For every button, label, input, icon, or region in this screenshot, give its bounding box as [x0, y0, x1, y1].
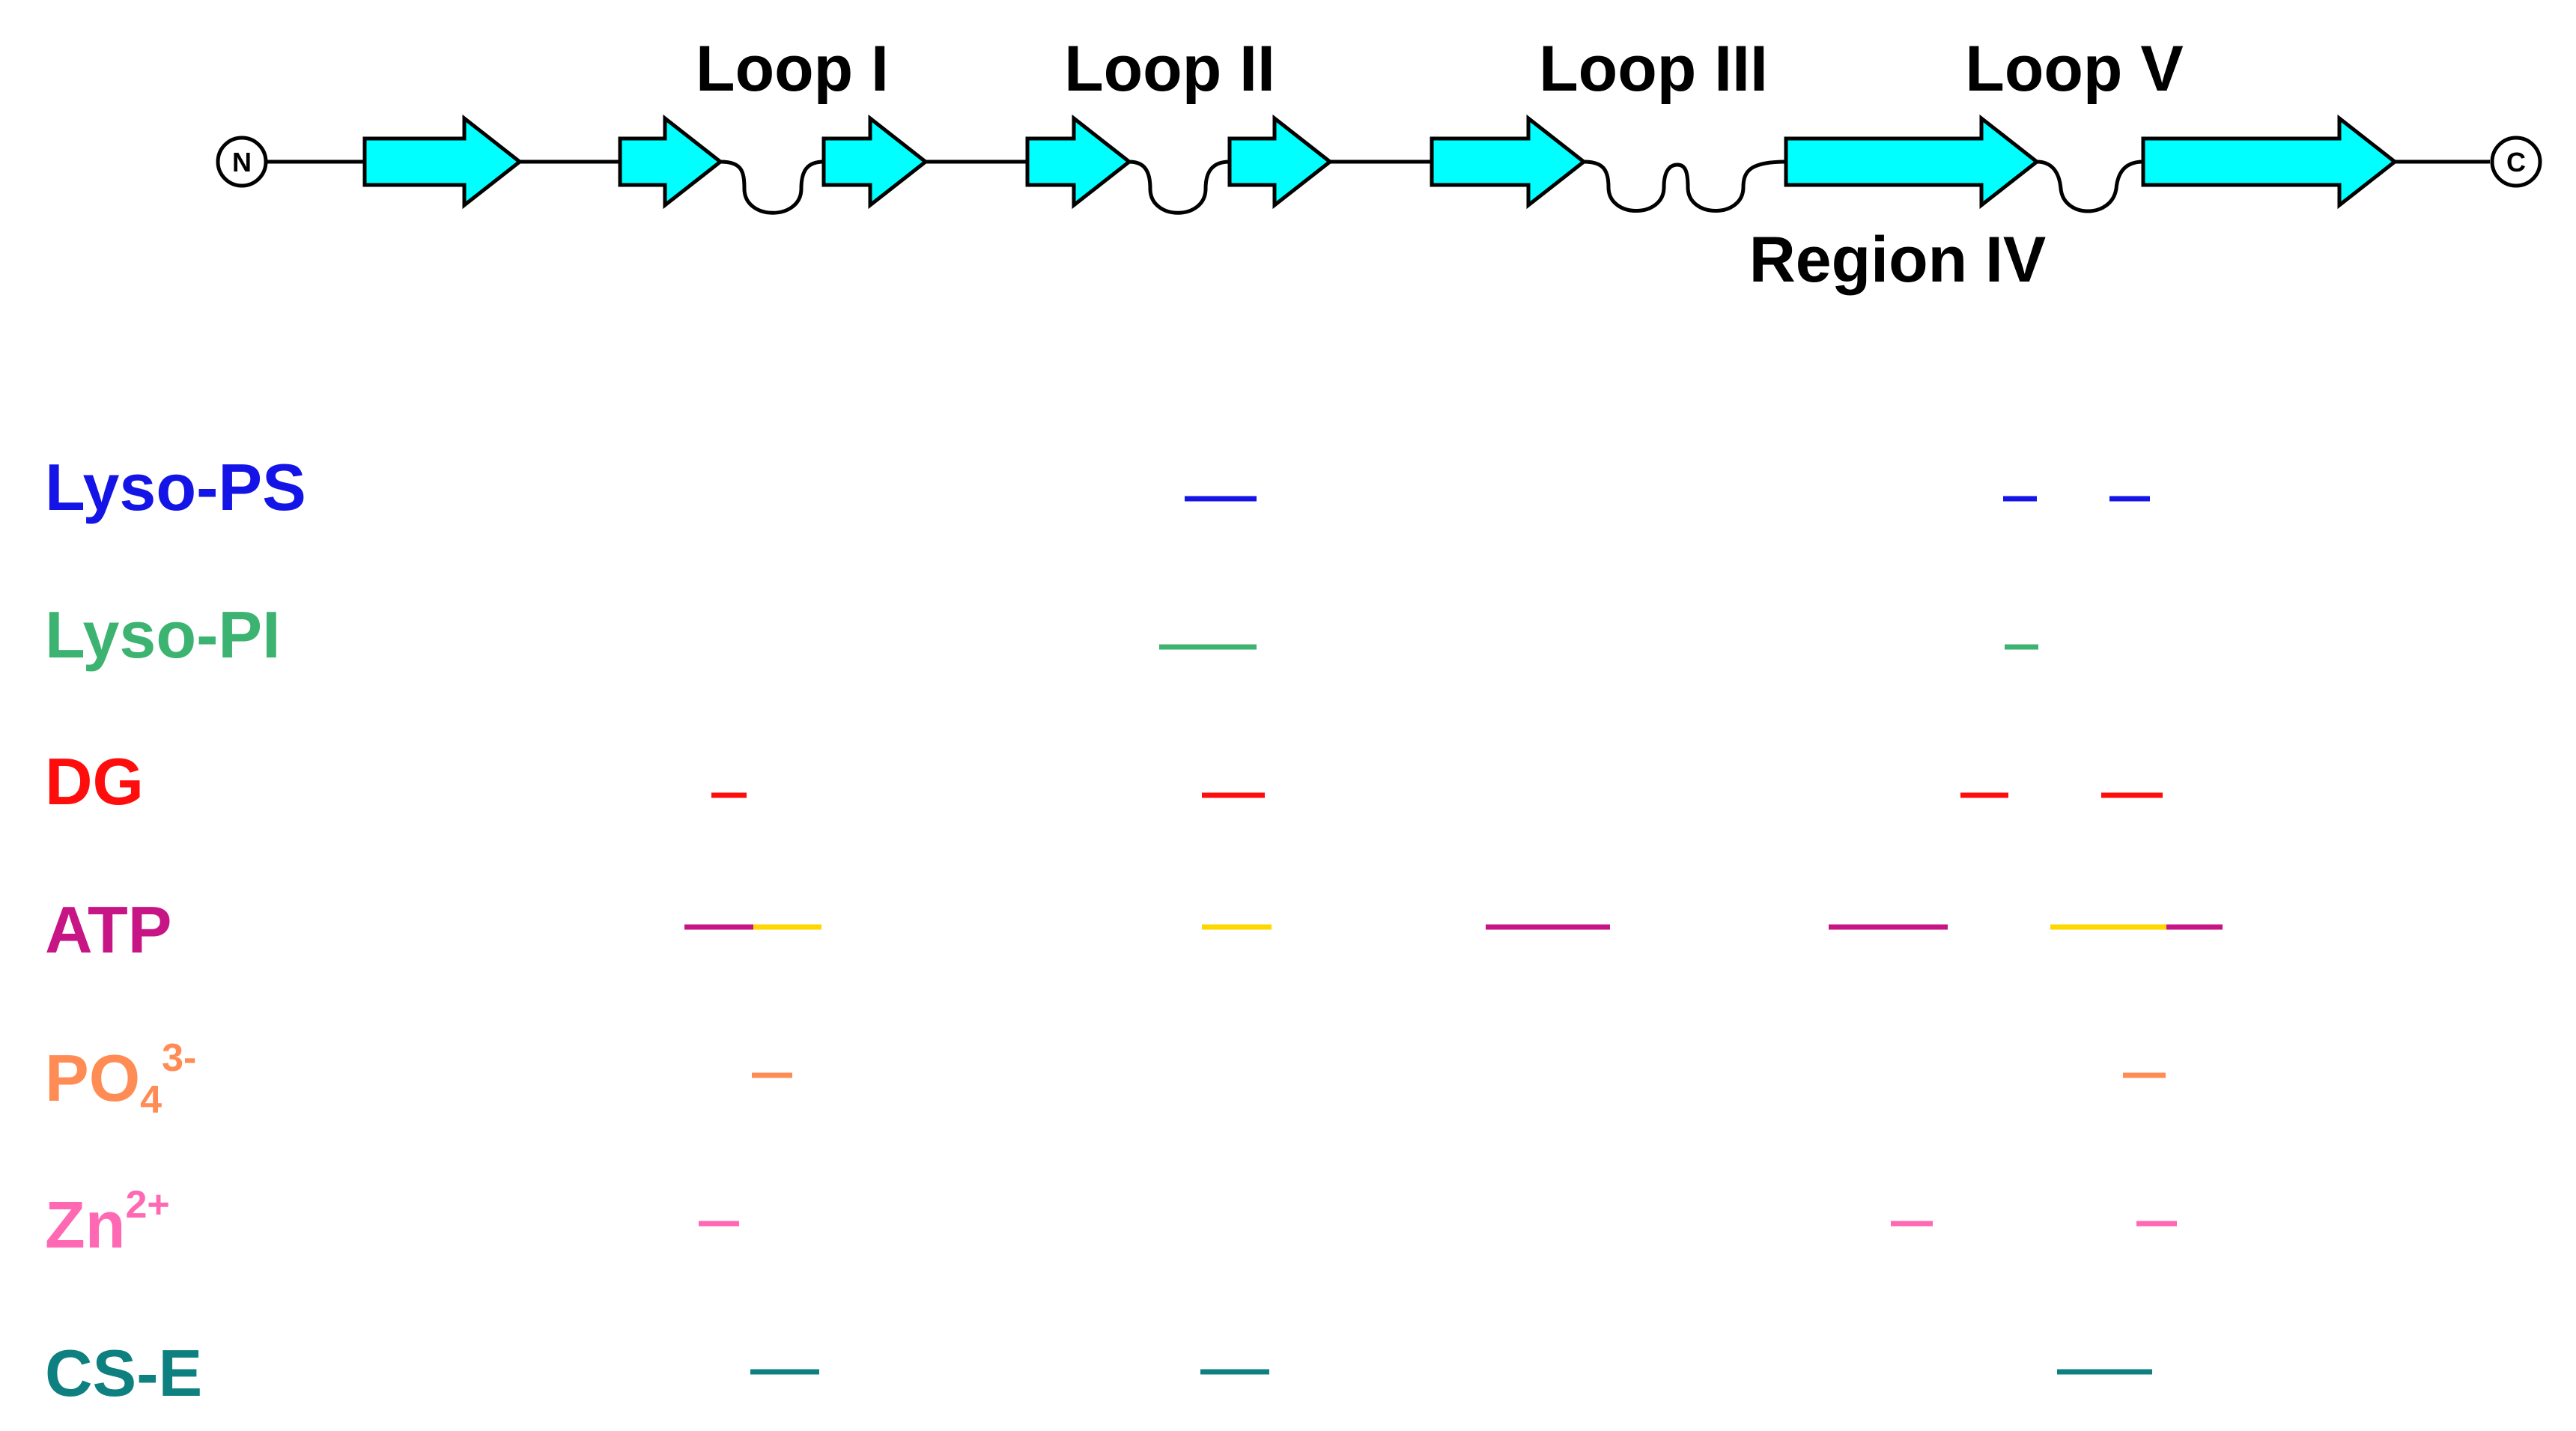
- c-terminus-circle: [2490, 136, 2542, 188]
- zn-main: Zn: [45, 1188, 126, 1262]
- ligand-label-lyso-pi: Lyso-PI: [45, 598, 281, 672]
- beta-strands: [362, 114, 2399, 210]
- po4-main: PO: [45, 1041, 140, 1115]
- loop-labels: Loop I Loop II Loop III Region IV Loop V: [696, 33, 2184, 296]
- c-terminus-label: C: [2506, 147, 2526, 177]
- loop2-label: Loop II: [1064, 33, 1275, 105]
- beta-strand-arrow-7: [1784, 114, 2041, 210]
- ligand-label-po4: PO43-: [45, 1036, 196, 1122]
- beta-strand-arrow-8: [2141, 114, 2399, 210]
- beta-strand-arrow-6: [1430, 114, 1588, 210]
- ligand-label-dg: DG: [45, 744, 144, 818]
- n-terminus: N: [216, 136, 268, 188]
- loop3-wiggle: [1583, 159, 1787, 213]
- loop5-wiggle: [2036, 159, 2144, 213]
- ligand-labels: Lyso-PS Lyso-PI DG ATP PO43- Zn2+ CS-E: [45, 450, 306, 1410]
- ligand-label-zn: Zn2+: [45, 1183, 170, 1262]
- loop5-label: Loop V: [1965, 33, 2183, 105]
- c-terminus: C: [2490, 136, 2542, 188]
- loop2-wiggle: [1128, 159, 1230, 215]
- protein-topology-backbone: [266, 159, 2490, 215]
- zn-superscript: 2+: [126, 1183, 170, 1227]
- ligand-label-cs-e: CS-E: [45, 1336, 202, 1410]
- beta-strand-arrow-2: [618, 114, 724, 210]
- po4-superscript: 3-: [162, 1036, 196, 1080]
- n-terminus-label: N: [232, 147, 252, 177]
- region4-label: Region IV: [1749, 224, 2047, 296]
- loop3-label: Loop III: [1539, 33, 1768, 105]
- loop1-wiggle: [720, 159, 824, 215]
- n-terminus-circle: [216, 136, 268, 188]
- po4-subscript: 4: [140, 1078, 162, 1122]
- beta-strand-arrow-3: [821, 114, 929, 210]
- loop1-label: Loop I: [696, 33, 889, 105]
- beta-strand-arrow-4: [1025, 114, 1133, 210]
- ligand-label-atp: ATP: [45, 893, 171, 967]
- beta-strand-arrow-1: [362, 114, 523, 210]
- binding-segments: [684, 496, 2223, 1375]
- ligand-label-lyso-ps: Lyso-PS: [45, 450, 306, 524]
- beta-strand-arrow-5: [1227, 114, 1334, 210]
